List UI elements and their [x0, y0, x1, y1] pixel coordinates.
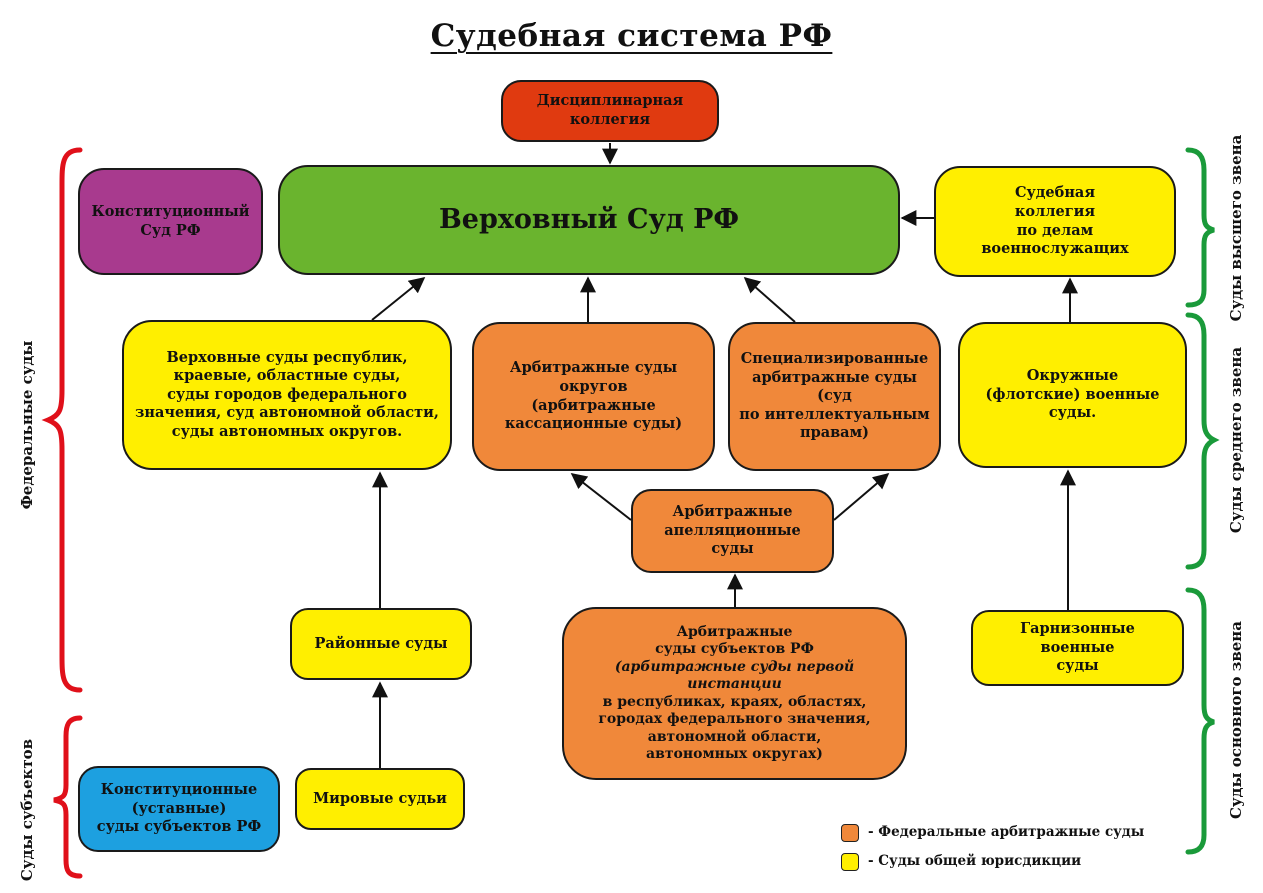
middle-level-label: Суды среднего звена: [1227, 346, 1245, 534]
federal-courts-brace: [41, 147, 83, 693]
top-level-brace: [1185, 147, 1215, 308]
federal-courts-label: Федеральные суды: [18, 340, 36, 510]
subject-courts-brace: [53, 715, 83, 879]
base-level-brace: [1185, 587, 1215, 855]
arrow-appeal-to-district-arbitration: [570, 473, 632, 521]
base-level-label: Суды основного звена: [1227, 621, 1245, 819]
legend-orange-label: - Федеральные арбитражные суды: [868, 824, 1145, 840]
rayon-courts-box: Районные суды: [290, 608, 472, 680]
middle-level-brace: [1185, 312, 1220, 570]
subject-constitutional-box: Конституционные(уставные)суды субъектов …: [78, 766, 280, 852]
magistrates-box: Мировые судьи: [295, 768, 465, 830]
legend-orange-swatch: [841, 824, 859, 842]
subject-courts-label: Суды субъектов: [18, 738, 36, 882]
arrow-ip-court-to-supreme: [743, 276, 796, 323]
supreme-court-box: Верховный Суд РФ: [278, 165, 900, 275]
arrow-regional-to-supreme: [371, 276, 426, 321]
top-level-label: Суды высшего звена: [1227, 134, 1245, 322]
district-military-box: Окружные(флотские) военные суды.: [958, 322, 1187, 468]
legend-yellow-label: - Суды общей юрисдикции: [868, 853, 1082, 869]
arrow-appeal-to-ip-court: [833, 472, 890, 521]
subject-arbitration-box: Арбитражные суды субъектов РФ (арбитражн…: [562, 607, 907, 780]
legend-yellow-swatch: [841, 853, 859, 871]
regional-courts-box: Верховные суды республик,краевые, област…: [122, 320, 452, 470]
page-title: Судебная система РФ: [430, 18, 833, 54]
